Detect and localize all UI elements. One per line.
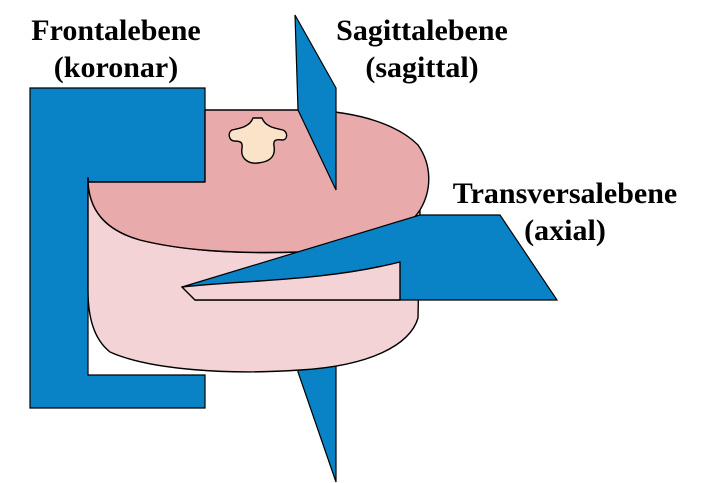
frontal-plane-sublabel: (koronar) — [54, 51, 178, 84]
transversal-plane-label: Transversalebene — [453, 177, 677, 210]
transversal-plane-sublabel: (axial) — [524, 214, 606, 247]
sagittal-plane-lower — [298, 365, 336, 482]
frontal-plane-label: Frontalebene — [31, 14, 200, 47]
sagittal-plane-sublabel: (sagittal) — [365, 51, 478, 84]
sagittal-plane-label: Sagittalebene — [336, 14, 508, 47]
